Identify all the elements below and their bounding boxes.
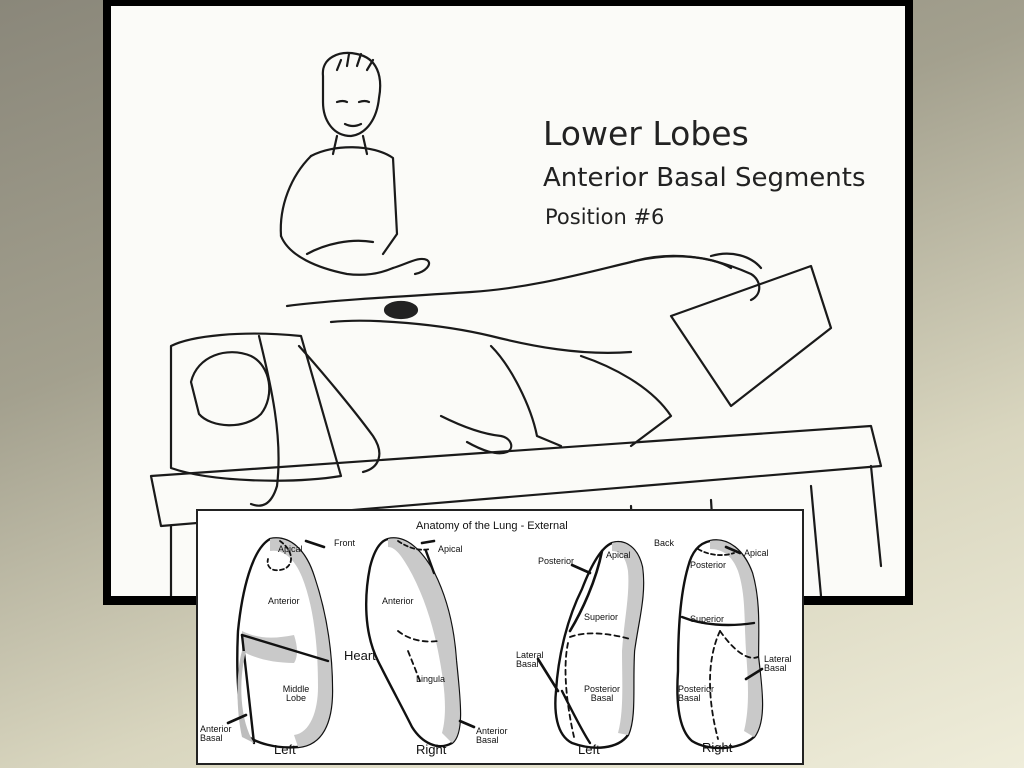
lung-outlines [226, 537, 764, 750]
front-left-side-label: Left [274, 742, 296, 757]
back-left-apical-label: Apical [606, 550, 631, 560]
front-right-side-label: Right [416, 742, 447, 757]
massage-illustration: Lower Lobes Anterior Basal Segments Posi… [111, 6, 905, 596]
front-right-anterior-label: Anterior [382, 596, 414, 606]
slide-title: Lower Lobes [543, 114, 749, 153]
front-left-anterior-basal-label: Anterior Basal [200, 724, 232, 744]
heart-label: Heart [344, 648, 376, 663]
lung-diagram-title: Anatomy of the Lung - External [416, 520, 568, 532]
position-label: Position #6 [545, 205, 665, 229]
back-left-posterior-basal-label: Posterior Basal [583, 684, 620, 704]
front-left-apical-label: Apical [278, 544, 303, 554]
front-right-apical-label: Apical [438, 544, 463, 554]
back-left-superior-label: Superior [584, 612, 619, 622]
front-label: Front [334, 538, 356, 548]
slide-frame: Lower Lobes Anterior Basal Segments Posi… [103, 0, 913, 605]
front-right-lingula-label: Lingula [416, 674, 446, 684]
back-label: Back [654, 538, 675, 548]
back-left-side-label: Left [578, 742, 600, 757]
front-left-anterior-label: Anterior [268, 596, 300, 606]
front-right-anterior-basal-label: Anterior Basal [476, 726, 508, 746]
lung-anatomy-diagram: Anatomy of the Lung - External Front Bac… [196, 509, 804, 765]
back-right-apical-label: Apical [744, 548, 769, 558]
back-right-lateral-basal-label: Lateral Basal [764, 654, 792, 674]
slide-subtitle: Anterior Basal Segments [543, 163, 866, 193]
back-right-side-label: Right [702, 740, 733, 755]
back-right-superior-label: Superior [690, 614, 725, 624]
back-left-posterior-label: Posterior [538, 556, 575, 566]
back-right-posterior-basal-label: Posterior Basal [678, 684, 715, 704]
front-left-middle-lobe-label: Middle Lobe [282, 684, 310, 704]
therapist-patient-drawing [149, 51, 883, 596]
back-right-posterior-label: Posterior [690, 560, 727, 570]
back-left-lateral-basal-label: Lateral Basal [516, 650, 544, 670]
